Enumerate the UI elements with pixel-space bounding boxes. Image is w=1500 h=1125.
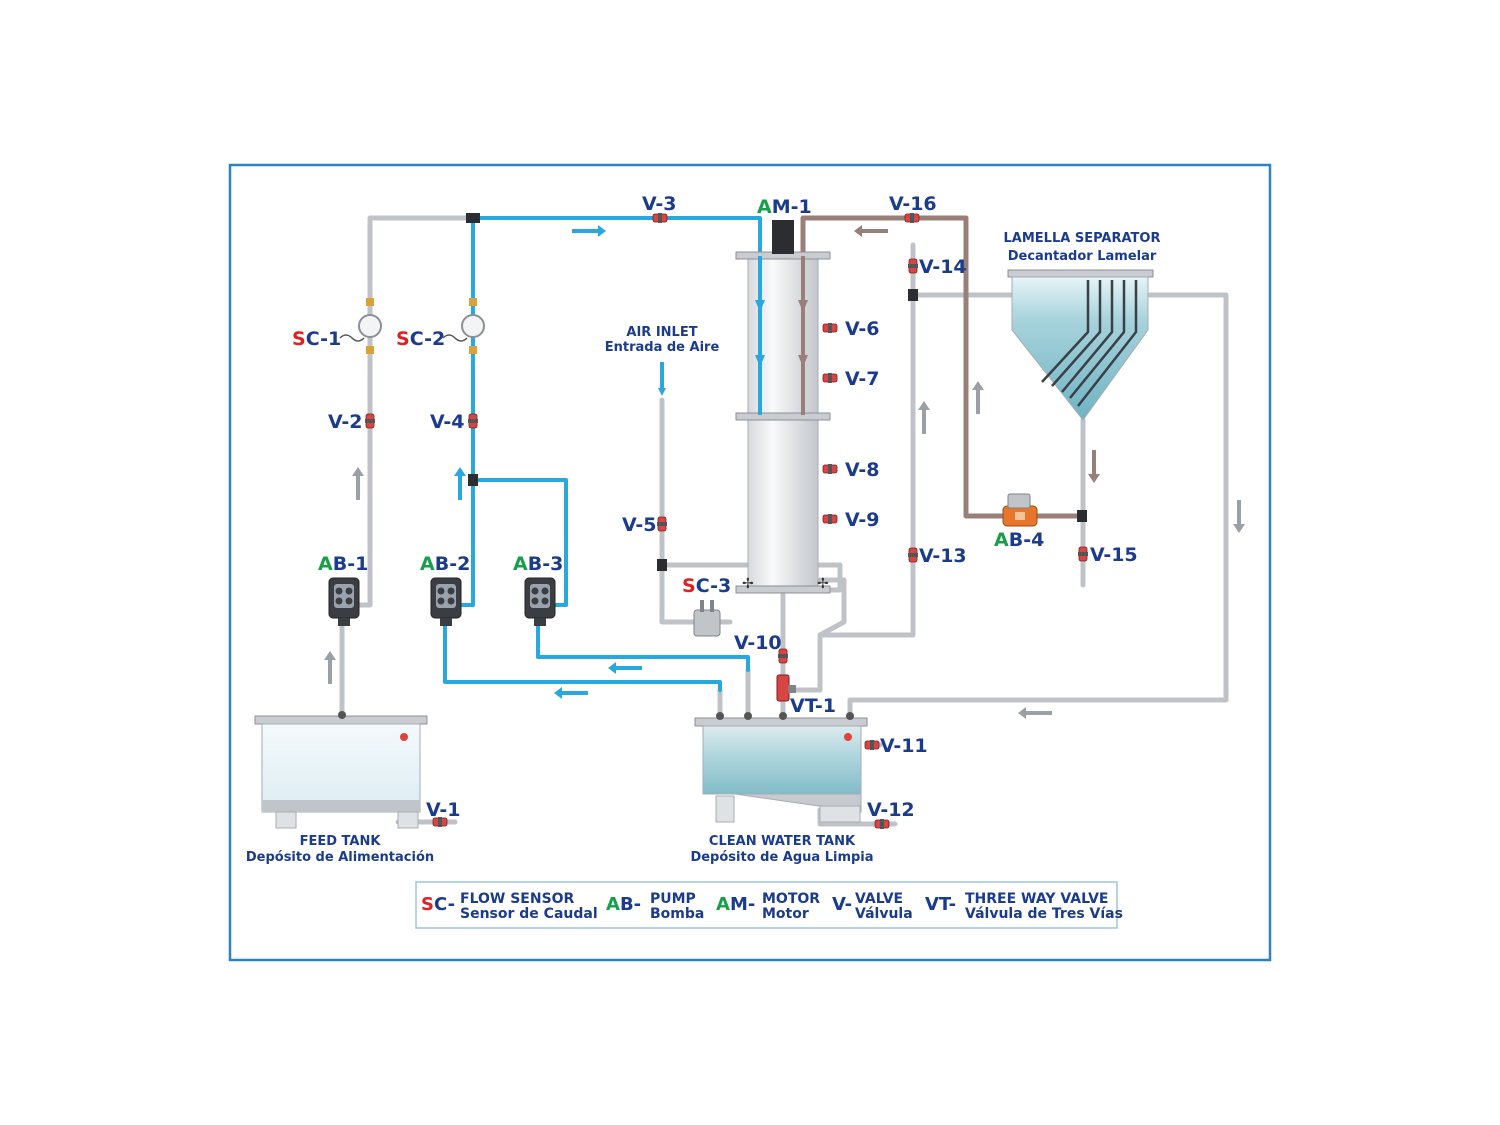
- flow-arrows: [324, 225, 1245, 719]
- label-v13: V-13: [919, 545, 967, 567]
- svg-text:Sensor de Caudal: Sensor de Caudal: [460, 906, 598, 922]
- svg-text:Válvula de Tres Vías: Válvula de Tres Vías: [965, 906, 1123, 922]
- clean-tank-subtitle: Depósito de Agua Limpia: [690, 850, 873, 865]
- label-ab3: AB-3: [513, 553, 563, 575]
- valve-v8-symbol: [822, 463, 838, 475]
- valve-v11-symbol: [864, 739, 880, 751]
- label-v16: V-16: [889, 193, 937, 215]
- label-v2: V-2: [328, 411, 362, 433]
- feed-tank: [254, 711, 428, 829]
- label-sc1: SC-1: [292, 328, 341, 350]
- pump-ab3: [524, 577, 556, 627]
- valve-v9-symbol: [822, 513, 838, 525]
- valve-v14-symbol: [907, 258, 919, 274]
- pump-ab1: [328, 577, 360, 627]
- diagram-frame: [228, 163, 1272, 962]
- svg-text:Válvula: Válvula: [855, 906, 913, 922]
- label-v1: V-1: [426, 799, 460, 821]
- label-sc2: SC-2: [396, 328, 445, 350]
- legend-item-motor: AM- MOTOR Motor: [716, 891, 820, 922]
- label-v5: V-5: [622, 514, 656, 536]
- lamella-title: LAMELLA SEPARATOR: [1004, 231, 1161, 246]
- label-v14: V-14: [919, 256, 967, 278]
- air-inlet-title: AIR INLET: [626, 325, 697, 340]
- valve-v13-symbol: [907, 547, 919, 563]
- svg-text:VT-: VT-: [925, 894, 956, 915]
- svg-text:AB-: AB-: [606, 894, 641, 915]
- lamella-separator: [1007, 269, 1154, 421]
- label-v4: V-4: [430, 411, 464, 433]
- pump-ab2: [430, 577, 462, 627]
- legend-item-pump: AB- PUMP Bomba: [606, 891, 704, 922]
- legend-item-valve: V- VALVE Válvula: [832, 891, 913, 922]
- lamella-subtitle: Decantador Lamelar: [1008, 249, 1157, 264]
- label-v15: V-15: [1090, 544, 1138, 566]
- svg-text:Bomba: Bomba: [650, 906, 704, 922]
- label-sc3: SC-3: [682, 575, 731, 597]
- svg-text:SC-: SC-: [421, 894, 455, 915]
- svg-text:V-: V-: [832, 894, 852, 915]
- label-v7: V-7: [845, 368, 879, 390]
- valve-v15-symbol: [1077, 546, 1089, 562]
- motor: [772, 220, 794, 254]
- clean-tank-title: CLEAN WATER TANK: [709, 834, 856, 849]
- feed-tank-subtitle: Depósito de Alimentación: [246, 850, 434, 865]
- svg-text:AM-: AM-: [716, 894, 755, 915]
- label-v10: V-10: [734, 632, 782, 654]
- clean-water-tank: [694, 712, 868, 823]
- three-way-valve-vt1: [776, 674, 796, 702]
- label-ab2: AB-2: [420, 553, 470, 575]
- valve-v6-symbol: [822, 322, 838, 334]
- svg-text:VALVE: VALVE: [855, 891, 903, 907]
- label-v11: V-11: [880, 735, 928, 757]
- label-am1: AM-1: [757, 196, 812, 218]
- svg-text:✢: ✢: [817, 576, 829, 592]
- label-v9: V-9: [845, 509, 879, 531]
- valve-v2-symbol: [364, 413, 376, 429]
- label-v6: V-6: [845, 318, 879, 340]
- legend-item-flow-sensor: SC- FLOW SENSOR Sensor de Caudal: [421, 891, 598, 922]
- svg-text:✢: ✢: [742, 576, 754, 592]
- air-inlet-subtitle: Entrada de Aire: [605, 340, 720, 355]
- flow-sensor-sc3: [693, 600, 721, 637]
- valve-v4-symbol: [467, 413, 479, 429]
- pump-ab4: [1002, 493, 1038, 527]
- label-v8: V-8: [845, 459, 879, 481]
- svg-text:THREE WAY VALVE: THREE WAY VALVE: [965, 891, 1108, 907]
- label-v3: V-3: [642, 193, 676, 215]
- legend: SC- FLOW SENSOR Sensor de Caudal AB- PUM…: [415, 881, 1123, 929]
- flow-sensor-sc1: [339, 298, 382, 354]
- valve-v7-symbol: [822, 372, 838, 384]
- label-ab1: AB-1: [318, 553, 368, 575]
- label-v12: V-12: [867, 799, 915, 821]
- label-ab4: AB-4: [994, 529, 1044, 551]
- legend-box: [415, 881, 1118, 929]
- tee-junctions: [466, 213, 1087, 571]
- legend-item-three-way-valve: VT- THREE WAY VALVE Válvula de Tres Vías: [925, 891, 1123, 922]
- svg-text:FLOW SENSOR: FLOW SENSOR: [460, 891, 575, 907]
- svg-text:MOTOR: MOTOR: [762, 891, 820, 907]
- flow-sensor-sc2: [442, 298, 485, 354]
- valve-v5-symbol: [656, 516, 668, 532]
- treatment-column: ✢ ✢: [735, 220, 831, 594]
- feed-tank-title: FEED TANK: [300, 834, 382, 849]
- svg-text:Motor: Motor: [762, 906, 809, 922]
- label-vt1: VT-1: [790, 695, 836, 717]
- svg-text:PUMP: PUMP: [650, 891, 696, 907]
